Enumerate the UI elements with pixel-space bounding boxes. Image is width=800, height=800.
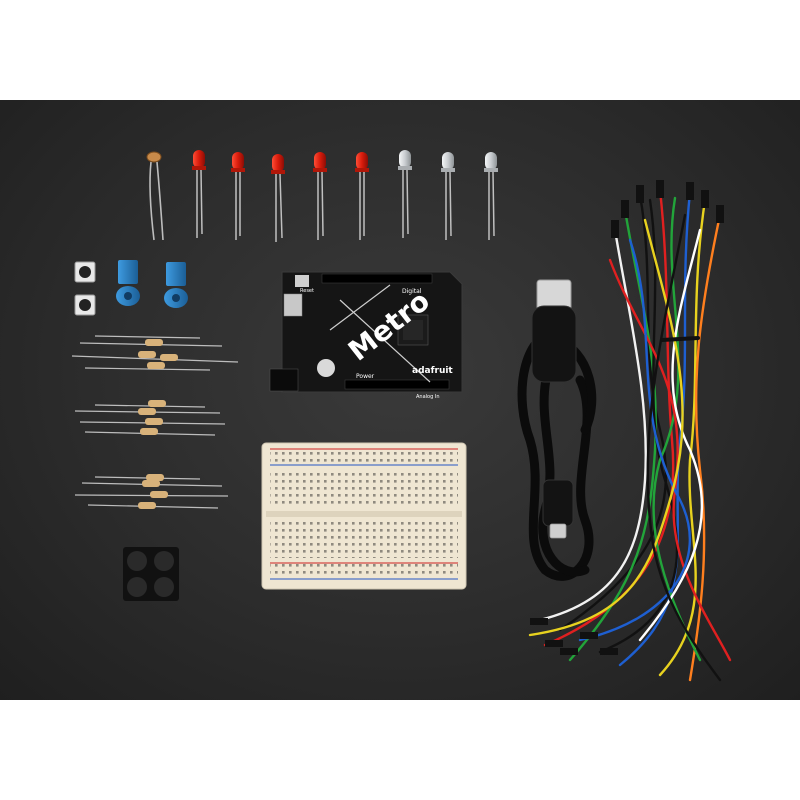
photocell-icon	[146, 151, 164, 241]
trimpot-icon	[116, 260, 140, 306]
button-icon	[74, 261, 96, 283]
led-icon	[313, 152, 327, 240]
breadboard	[261, 442, 467, 590]
led-icon	[441, 152, 455, 240]
bumper-feet-icon	[123, 547, 179, 601]
led-icon	[271, 154, 285, 242]
board-brand: adafruit	[412, 366, 453, 376]
kit-illustration: Metro adafruit Digital Power Analog In R…	[71, 150, 732, 682]
metro-board: Metro adafruit Digital Power Analog In R…	[269, 271, 463, 400]
led-icon	[231, 152, 245, 240]
led-icon	[355, 152, 369, 240]
resistor-icon	[138, 400, 166, 435]
trimpot-icon	[164, 262, 188, 308]
board-label-power: Power	[356, 373, 375, 380]
led-icon	[484, 152, 498, 240]
board-label-analog: Analog In	[416, 394, 440, 400]
led-icon	[192, 150, 206, 238]
board-label-reset: Reset	[300, 288, 314, 294]
product-photo: Metro adafruit Digital Power Analog In R…	[0, 100, 800, 700]
button-icon	[74, 294, 96, 316]
resistor-icon	[138, 339, 178, 369]
clear-leds	[398, 150, 498, 240]
red-leds	[192, 150, 369, 242]
board-label-digital: Digital	[402, 288, 422, 295]
resistor-group	[71, 335, 239, 371]
resistor-icon	[138, 474, 168, 509]
led-icon	[398, 150, 412, 238]
usb-cable-icon	[517, 279, 597, 581]
jumper-wire-icon	[528, 180, 732, 682]
